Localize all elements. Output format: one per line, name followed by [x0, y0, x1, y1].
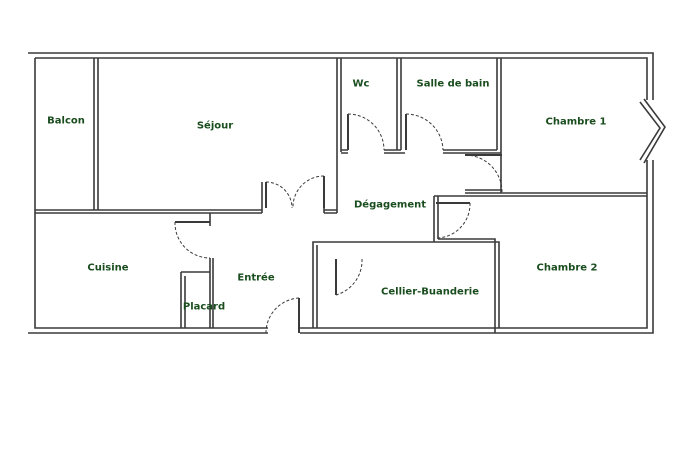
- door-leaves: [175, 114, 502, 333]
- door-cuisine: [174, 221, 211, 259]
- door-sdb: [405, 113, 444, 151]
- room-label-placard: Placard: [182, 301, 226, 313]
- wall-sejour-right: [336, 58, 342, 213]
- wall-chambre2-left: [312, 196, 500, 333]
- door-wc: [347, 113, 385, 151]
- room-label-salle-de-bain: Salle de bain: [416, 78, 490, 90]
- door-entree: [265, 297, 300, 334]
- door-sejour-left: [265, 181, 293, 209]
- room-label-chambre-2: Chambre 2: [536, 262, 598, 274]
- door-chambre1: [464, 154, 503, 193]
- door-cellier: [335, 258, 363, 296]
- wall-wc-bottom: [341, 149, 501, 154]
- room-label-cellier-buanderie: Cellier-Buanderie: [381, 286, 479, 298]
- wall-entree-top: [261, 176, 325, 213]
- wall-chambre1-bottom: [434, 189, 647, 197]
- wall-cuisine-entree: [180, 213, 214, 328]
- walls: [28, 52, 666, 334]
- wall-wc-sdb: [396, 58, 402, 150]
- room-label-sejour: Séjour: [196, 120, 234, 132]
- door-sejour-right: [292, 175, 325, 209]
- bay-window: [639, 98, 666, 164]
- room-label-balcon: Balcon: [47, 115, 85, 127]
- outer-wall: [28, 52, 654, 334]
- room-label-chambre-1: Chambre 1: [545, 116, 607, 128]
- wall-sejour-bottom: [35, 209, 337, 214]
- outer-wall-inner: [34, 57, 648, 329]
- room-label-entree: Entrée: [237, 272, 275, 284]
- room-label-cuisine: Cuisine: [87, 262, 129, 274]
- wall-balcon-sejour: [93, 58, 99, 210]
- wall-sdb-chambre1: [496, 58, 502, 193]
- room-label-degagement: Dégagement: [353, 199, 427, 211]
- door-chambre2: [435, 202, 471, 239]
- room-label-wc: Wc: [352, 78, 370, 90]
